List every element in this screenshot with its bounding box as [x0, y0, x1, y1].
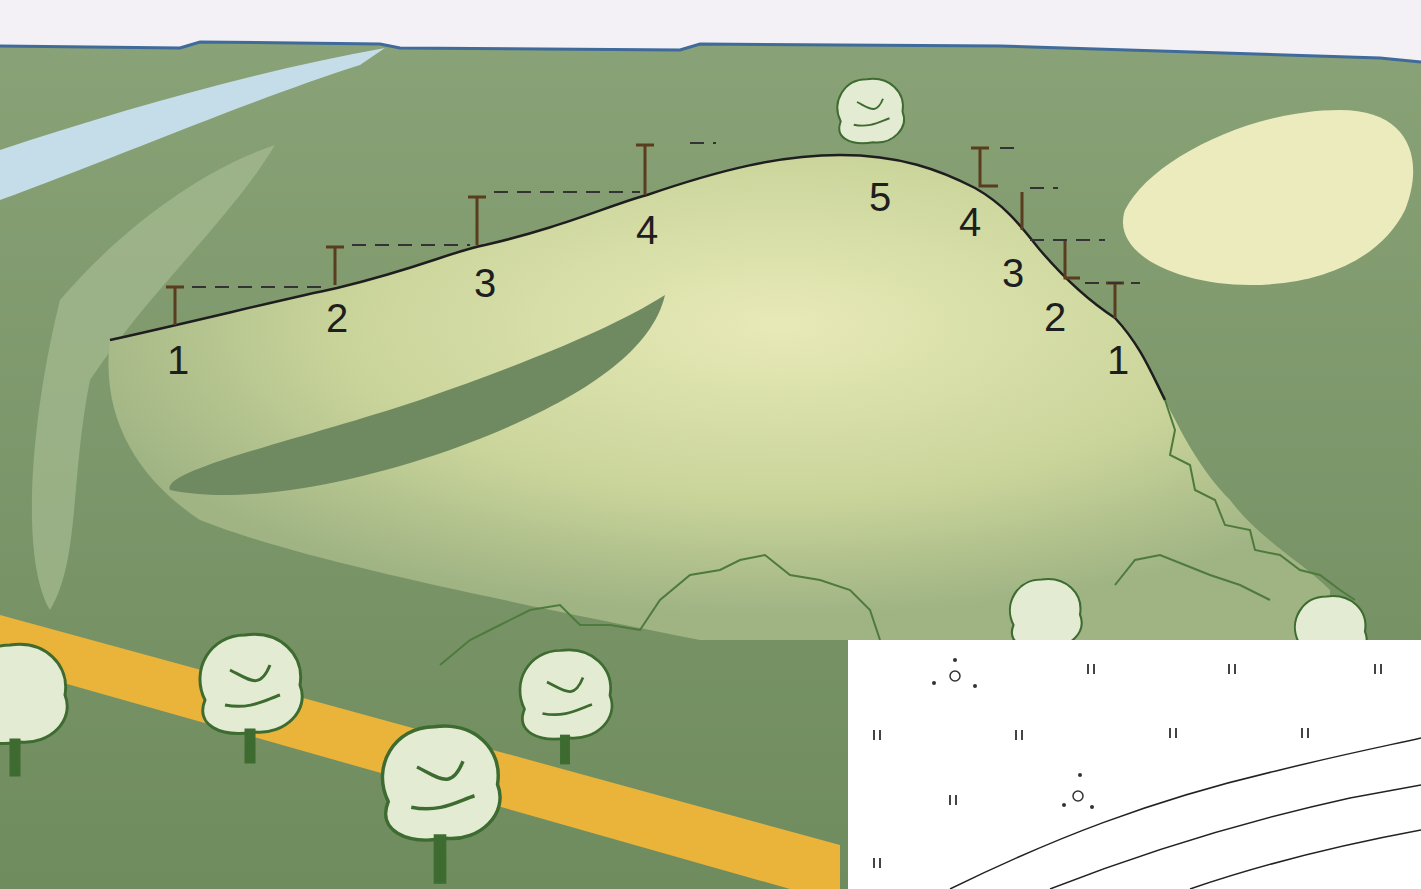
contour-number: 3 [1002, 253, 1024, 293]
contour-number: 4 [959, 202, 981, 242]
contour-number: 1 [167, 340, 189, 380]
contour-number: 3 [474, 263, 496, 303]
contour-number: 2 [326, 298, 348, 338]
contour-number: 5 [869, 177, 891, 217]
contour-number: 1 [1107, 340, 1129, 380]
contour-number: 4 [636, 210, 658, 250]
topographic-inset [848, 640, 1421, 889]
contour-number: 2 [1044, 297, 1066, 337]
